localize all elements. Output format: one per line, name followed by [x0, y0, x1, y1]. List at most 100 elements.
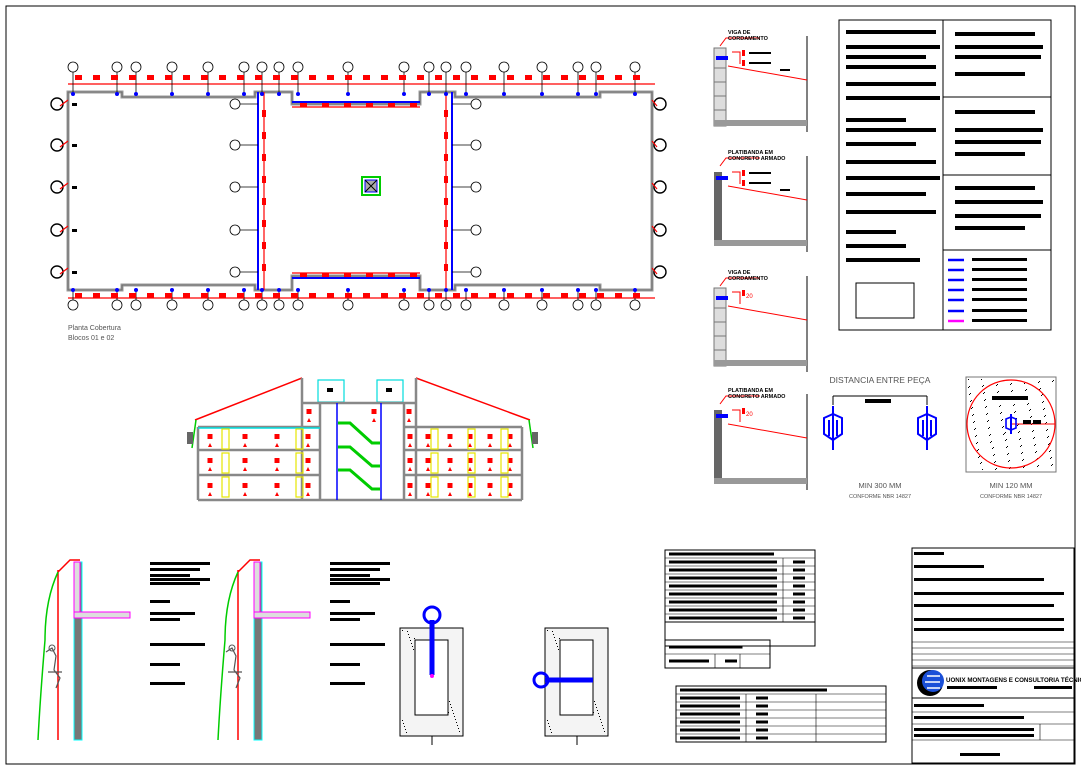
note-text-bar — [846, 45, 940, 49]
red-marker — [633, 293, 640, 298]
concrete-texture — [550, 729, 551, 730]
red-marker — [388, 273, 395, 277]
table-text-bar — [669, 645, 743, 649]
title-block-text-bar — [914, 618, 1064, 621]
detector — [426, 443, 430, 447]
concrete-texture — [598, 713, 599, 714]
concrete-texture — [450, 704, 451, 705]
parapet — [253, 561, 261, 618]
concrete-texture — [411, 643, 412, 644]
detector — [307, 418, 311, 422]
table-text-bar — [669, 608, 777, 612]
red-marker — [201, 293, 208, 298]
concrete-texture — [604, 731, 605, 732]
anchor-tag-circle — [653, 97, 667, 111]
concrete-texture — [1002, 419, 1003, 420]
note-text-bar — [846, 230, 896, 234]
red-marker — [543, 293, 550, 298]
worker-figure — [48, 644, 56, 652]
concrete-texture — [992, 448, 993, 449]
min-120-label: MIN 120 MM — [990, 481, 1033, 490]
callout-text-bar — [150, 582, 200, 585]
red-marker — [742, 290, 745, 296]
concrete-texture — [1020, 446, 1021, 447]
red-marker — [366, 103, 373, 107]
label-bar — [780, 69, 790, 71]
concrete-texture — [978, 457, 979, 458]
concrete-texture — [412, 646, 413, 647]
concrete-texture — [404, 726, 405, 727]
concrete-texture — [1018, 432, 1019, 433]
company-name: UONIX MONTAGENS E CONSULTORIA TÉCNICA — [946, 676, 1081, 684]
anchor-tag-circle — [50, 97, 64, 111]
anchor-leader — [651, 182, 658, 190]
concrete-texture — [1025, 390, 1026, 391]
anchor-leader — [59, 99, 69, 107]
table-text-bar — [680, 728, 740, 732]
table-value-bar — [793, 592, 805, 596]
anchor-point — [134, 288, 138, 292]
table-text-bar — [680, 712, 740, 716]
callout-text-bar — [330, 612, 375, 615]
concrete-texture — [968, 387, 969, 388]
concrete-texture — [1034, 437, 1035, 438]
concrete-texture — [603, 728, 604, 729]
detector — [243, 443, 247, 447]
detector — [208, 443, 212, 447]
concrete-texture — [1007, 454, 1008, 455]
light-fixture — [407, 434, 413, 439]
red-marker — [327, 293, 334, 298]
anchor-tag-circle — [423, 61, 435, 73]
company-logo — [917, 670, 944, 696]
callout-text-bar — [330, 574, 370, 577]
red-marker — [300, 103, 307, 107]
anchor-point — [502, 92, 506, 96]
legend-text-bar — [972, 319, 1027, 322]
rope-access-section — [37, 559, 210, 741]
anchor-tag-circle — [50, 223, 64, 237]
detector — [468, 492, 472, 496]
concrete-texture — [1035, 444, 1036, 445]
red-marker — [381, 293, 388, 298]
door-frame — [295, 476, 304, 498]
door-frame — [430, 428, 439, 450]
note-text-bar — [955, 32, 1035, 36]
concrete-texture — [994, 462, 995, 463]
red-marker — [435, 293, 442, 298]
label-bar — [749, 52, 771, 54]
concrete-texture — [1009, 460, 1010, 461]
concrete-texture — [995, 461, 996, 462]
anchor-icon — [1005, 414, 1017, 434]
light-fixture — [207, 483, 213, 488]
concrete-texture — [977, 450, 978, 451]
callout-text-bar — [330, 562, 390, 565]
table-value-bar — [756, 696, 768, 700]
light-fixture — [274, 483, 280, 488]
red-marker — [444, 264, 448, 271]
section-label: PLATIBANDA EM — [728, 150, 773, 156]
note-text-bar — [846, 128, 936, 132]
concrete-texture — [1013, 405, 1014, 406]
note-text-bar — [955, 128, 1043, 132]
callout-text-bar — [150, 643, 205, 646]
anchor-point — [346, 92, 350, 96]
concrete-texture — [1011, 391, 1012, 392]
light-fixture — [507, 434, 513, 439]
red-marker — [525, 75, 532, 80]
note-text-bar — [955, 152, 1025, 156]
label-bar — [72, 144, 77, 147]
red-marker — [262, 176, 266, 183]
detector — [448, 467, 452, 471]
concrete-texture — [596, 707, 597, 708]
red-marker — [262, 154, 266, 161]
concrete-texture — [975, 436, 976, 437]
detector — [275, 467, 279, 471]
anchor-leader — [59, 140, 69, 148]
concrete-texture — [457, 725, 458, 726]
light-fixture — [305, 483, 311, 488]
red-marker — [453, 293, 460, 298]
concrete-texture — [1033, 438, 1034, 439]
detector — [508, 492, 512, 496]
callout-text-bar — [150, 568, 200, 571]
